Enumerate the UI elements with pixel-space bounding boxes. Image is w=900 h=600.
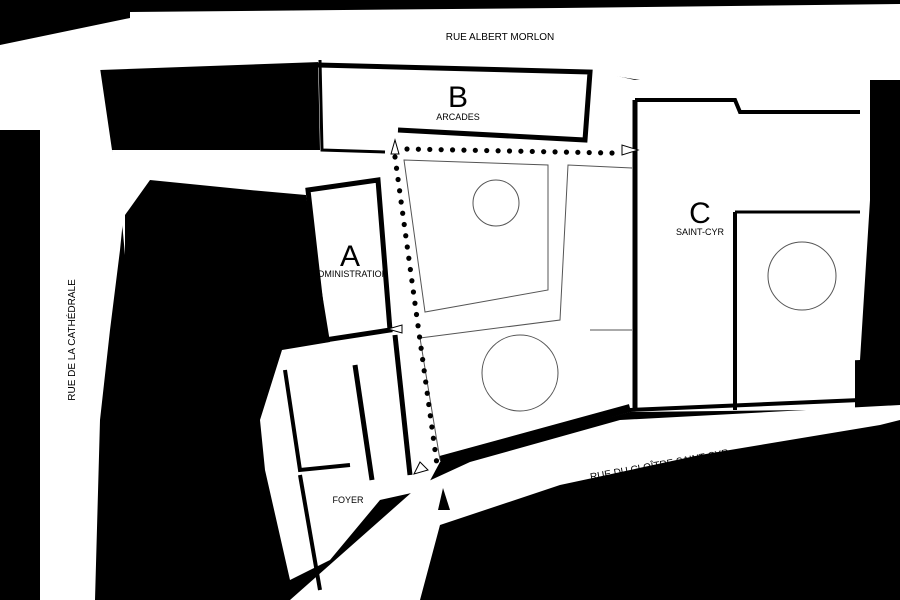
building-a-letter: A xyxy=(340,240,360,273)
route-dot xyxy=(413,311,420,318)
route-dot xyxy=(407,266,413,273)
route-dot xyxy=(415,323,421,329)
street-south xyxy=(290,405,900,600)
route-dot xyxy=(430,435,436,441)
arrow-left-icon xyxy=(386,324,403,334)
route-dot xyxy=(424,390,430,396)
route-dot xyxy=(563,149,570,155)
route-dot xyxy=(429,424,435,430)
route-dot xyxy=(420,356,426,363)
route-dot xyxy=(506,148,513,154)
route-dot xyxy=(392,154,398,160)
street-north xyxy=(0,4,900,80)
route-dot xyxy=(395,176,401,183)
route-dot xyxy=(401,221,407,228)
arrow-up-icon xyxy=(390,138,400,155)
street-label-west: RUE DE LA CATHÉDRALE xyxy=(65,279,78,401)
route-dot xyxy=(415,146,421,152)
route-dot xyxy=(484,147,490,154)
visitor-route xyxy=(392,146,615,475)
route-dot xyxy=(575,149,581,155)
route-dot xyxy=(418,345,424,351)
route-dot xyxy=(472,147,478,153)
route-dot xyxy=(404,244,410,250)
route-dot xyxy=(400,210,406,216)
building-c-name: SAINT-CYR xyxy=(676,227,725,237)
site-footprint xyxy=(112,60,870,580)
route-dot xyxy=(404,146,410,152)
route-dot xyxy=(412,300,418,306)
route-dot xyxy=(541,149,547,155)
route-dot xyxy=(427,146,433,153)
route-dot xyxy=(398,199,404,205)
route-dot xyxy=(518,148,524,154)
building-a-name: ADMINISTRATION xyxy=(312,269,388,279)
building-c-letter: C xyxy=(689,197,711,230)
route-dot xyxy=(435,469,441,475)
route-dot xyxy=(495,148,501,154)
route-dot xyxy=(609,150,615,156)
route-dot xyxy=(586,149,592,156)
entrance-arrow-icon xyxy=(438,488,450,510)
room-foyer-label: FOYER xyxy=(332,495,364,505)
well-circle xyxy=(481,334,559,412)
well-circle xyxy=(767,241,837,311)
route-dot xyxy=(529,148,535,155)
route-dot xyxy=(598,150,604,156)
route-dot xyxy=(421,368,427,374)
street-west xyxy=(0,68,125,600)
street-label-north: RUE ALBERT MORLON xyxy=(446,32,555,43)
well-circle xyxy=(472,179,520,227)
route-dot xyxy=(461,147,467,153)
route-dot xyxy=(409,278,415,284)
route-dot xyxy=(397,188,403,194)
route-dot xyxy=(416,334,423,340)
route-dot xyxy=(449,147,456,153)
route-dot xyxy=(410,289,417,295)
arrow-icon xyxy=(413,461,429,475)
route-dot xyxy=(403,233,409,239)
route-dot xyxy=(552,149,558,155)
arrow-right-icon xyxy=(621,144,640,156)
route-dot xyxy=(427,413,433,419)
building-b-name: ARCADES xyxy=(436,112,480,122)
route-dot xyxy=(426,401,432,408)
building-b-letter: B xyxy=(448,81,468,114)
route-dot xyxy=(438,147,444,153)
route-dot xyxy=(432,446,438,453)
route-dot xyxy=(393,165,400,171)
route-dot xyxy=(423,379,429,385)
route-dot xyxy=(433,458,440,464)
route-dot xyxy=(406,255,412,261)
